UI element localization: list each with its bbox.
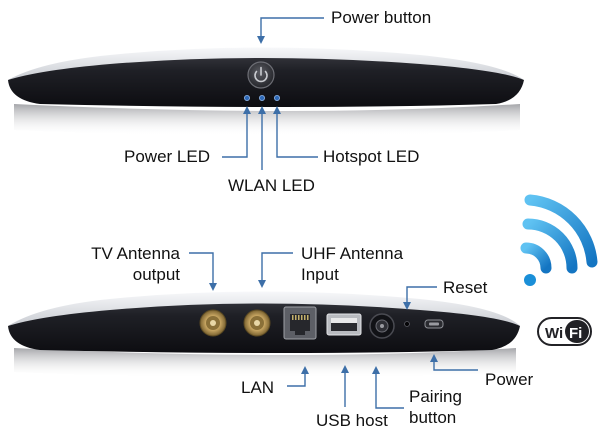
lan-label: LAN <box>241 378 275 397</box>
hotspot-led-callout <box>276 112 318 158</box>
tv-antenna-output-arrowhead <box>209 283 217 291</box>
wifi-logo: Wi Fi <box>520 194 598 346</box>
bottom-device <box>8 291 520 378</box>
pairing-button-shape <box>369 313 395 339</box>
bottom-device-reflection <box>14 348 516 378</box>
tv-antenna-output-callout <box>189 252 214 285</box>
power-button-label: Power button <box>331 8 432 27</box>
wlan-led-arrowhead <box>258 106 266 114</box>
lan-arrowhead <box>301 366 309 374</box>
power-arrowhead <box>430 354 438 362</box>
tv-antenna-output-label-line1: TV Antenna <box>91 244 180 263</box>
top-callouts <box>222 17 324 170</box>
wifi-signal-icon <box>520 194 598 274</box>
pairing-button-label-line2: button <box>409 408 457 427</box>
reset-pinhole <box>404 321 410 327</box>
power-button-callout <box>260 17 324 38</box>
hotspot-led-shape <box>273 95 280 102</box>
power-led-label: Power LED <box>124 147 210 166</box>
power-led-shape <box>243 95 250 102</box>
power-symbol-icon <box>254 66 268 83</box>
uhf-antenna-input-arrowhead <box>258 280 266 288</box>
hotspot-led-label: Hotspot LED <box>323 147 420 166</box>
tv-antenna-output-port <box>199 309 227 337</box>
pairing-button-callout <box>375 372 404 409</box>
usb-host-arrowhead <box>341 365 349 373</box>
wifi-badge-fi: Fi <box>569 325 582 342</box>
pairing-button-label-line1: Pairing <box>409 387 462 406</box>
wlan-led-shape <box>258 95 265 102</box>
wifi-dot-icon <box>524 274 536 286</box>
lan-callout <box>287 372 306 387</box>
pairing-button-arrowhead <box>372 366 380 374</box>
tv-antenna-output-label-line2: output <box>132 265 180 284</box>
top-device-top-edge <box>8 47 524 80</box>
wifi-badge-wi: Wi <box>545 325 563 342</box>
power-button-arrowhead <box>257 36 265 44</box>
usb-host-label: USB host <box>316 411 388 430</box>
power-port <box>424 319 444 329</box>
usb-host-port <box>326 313 362 336</box>
power-led-arrowhead <box>243 106 251 114</box>
hotspot-led-arrowhead <box>273 106 281 114</box>
power-label: Power <box>485 370 534 389</box>
uhf-antenna-input-label-line1: UHF Antenna <box>301 244 404 263</box>
bottom-callouts <box>189 252 478 409</box>
top-device <box>8 47 524 136</box>
bottom-device-top-edge <box>8 291 520 326</box>
wlan-led-label: WLAN LED <box>228 176 315 195</box>
reset-callout <box>406 286 437 304</box>
uhf-antenna-input-label-line2: Input <box>301 265 339 284</box>
uhf-antenna-input-callout <box>261 252 293 282</box>
power-callout <box>433 360 478 371</box>
reset-label: Reset <box>443 278 488 297</box>
wifi-badge: Wi Fi <box>537 317 592 346</box>
top-device-reflection <box>14 104 520 136</box>
power-led-callout <box>222 112 248 158</box>
reset-arrowhead <box>403 302 411 310</box>
lan-port <box>283 306 317 340</box>
uhf-antenna-input-port <box>243 309 271 337</box>
